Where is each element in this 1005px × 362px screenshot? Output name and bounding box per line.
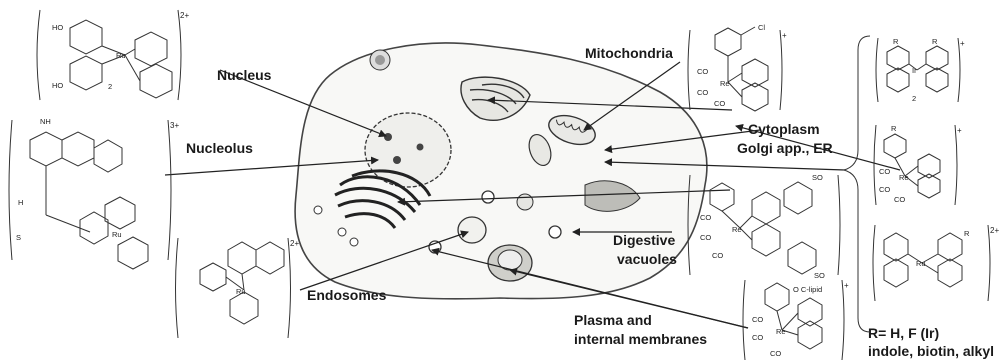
svg-text:+: + [844, 281, 849, 290]
label-digestive-2: vacuoles [617, 251, 677, 267]
complex-ru-acridine: 3+ NH H S Ru [9, 117, 179, 269]
svg-text:NH: NH [40, 117, 51, 126]
nucleolus-dot [393, 156, 401, 164]
label-r-groups-1: R= H, F (Ir) [868, 325, 939, 341]
svg-text:Re: Re [732, 225, 742, 234]
complex-ru-dppz: 2+ Ru [176, 238, 300, 338]
svg-text:O C-lipid: O C-lipid [793, 285, 822, 294]
nucleolus-dot [384, 133, 392, 141]
svg-text:+: + [957, 126, 962, 135]
complex-re-cl: + Cl Re CO CO CO [688, 23, 787, 111]
svg-text:Ru: Ru [916, 259, 926, 268]
svg-text:CO: CO [700, 213, 711, 222]
svg-text:Re: Re [720, 79, 730, 88]
label-mitochondria: Mitochondria [585, 45, 673, 61]
label-digestive-1: Digestive [613, 232, 675, 248]
svg-text:CO: CO [697, 67, 708, 76]
svg-text:R: R [964, 229, 970, 238]
label-golgi: Golgi app., ER [737, 140, 833, 156]
svg-text:+: + [960, 39, 965, 48]
vesicle [338, 228, 346, 236]
label-nucleus: Nucleus [217, 67, 272, 83]
svg-text:CO: CO [752, 315, 763, 324]
svg-text:SO: SO [814, 271, 825, 280]
svg-text:HO: HO [52, 23, 63, 32]
svg-text:Re: Re [776, 327, 786, 336]
membrane-vesicle [488, 245, 532, 281]
svg-text:2: 2 [108, 82, 112, 91]
vesicle [482, 191, 494, 203]
svg-text:2+: 2+ [990, 226, 999, 235]
svg-text:3+: 3+ [170, 121, 179, 130]
complex-ru-dicarboxy: 2+ Ru HO HO 2 [37, 10, 189, 100]
label-plasma-2: internal membranes [574, 331, 707, 347]
svg-text:R: R [893, 37, 899, 46]
svg-text:R: R [891, 124, 897, 133]
svg-text:CO: CO [879, 167, 890, 176]
svg-text:Re: Re [899, 173, 909, 182]
svg-text:H: H [18, 198, 23, 207]
svg-text:2+: 2+ [180, 11, 189, 20]
svg-text:2: 2 [912, 94, 916, 103]
vesicle [549, 226, 561, 238]
svg-text:CO: CO [879, 185, 890, 194]
svg-text:SO: SO [812, 173, 823, 182]
complex-ru-bipy: 2+ Ru R [873, 225, 999, 301]
svg-text:CO: CO [697, 88, 708, 97]
svg-text:Ir: Ir [912, 66, 917, 75]
label-r-groups-2: indole, biotin, alkyl [868, 343, 994, 359]
vesicle [314, 206, 322, 214]
svg-text:CO: CO [714, 99, 725, 108]
complex-re-sulfonate: Re CO CO CO SO SO [688, 173, 840, 280]
svg-text:CO: CO [894, 195, 905, 204]
svg-text:+: + [782, 31, 787, 40]
complex-re-lipid: + O C-lipid Re CO CO CO [743, 280, 849, 360]
label-plasma-1: Plasma and [574, 312, 652, 328]
svg-text:CO: CO [752, 333, 763, 342]
nucleolus-dot [417, 144, 424, 151]
svg-text:HO: HO [52, 81, 63, 90]
vesicle [350, 238, 358, 246]
complex-re-bipy: + Re CO CO CO R [874, 124, 962, 205]
svg-text:Ru: Ru [116, 51, 126, 60]
top-vesicle-inner [375, 55, 385, 65]
svg-text:CO: CO [770, 349, 781, 358]
label-endosomes: Endosomes [307, 287, 387, 303]
svg-text:2+: 2+ [290, 239, 299, 248]
label-nucleolus: Nucleolus [186, 140, 253, 156]
svg-text:CO: CO [712, 251, 723, 260]
complex-ir-ppy: + Ir R R 2 [876, 37, 965, 103]
endosome [458, 217, 486, 243]
svg-text:CO: CO [700, 233, 711, 242]
label-cytoplasm: Cytoplasm [748, 121, 820, 137]
svg-text:R: R [932, 37, 938, 46]
svg-text:S: S [16, 233, 21, 242]
svg-text:Ru: Ru [112, 230, 122, 239]
svg-text:Cl: Cl [758, 23, 765, 32]
svg-text:Ru: Ru [236, 287, 246, 296]
vesicle [517, 194, 533, 210]
